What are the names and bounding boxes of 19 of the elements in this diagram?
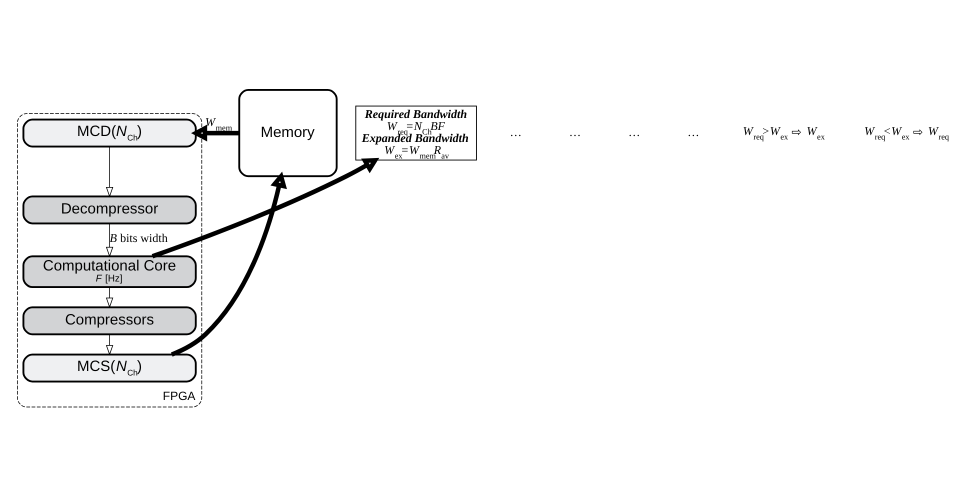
label: … [687, 124, 700, 139]
node-box: MCS(N$_{Ch}$) [22, 354, 197, 382]
node-box: Computational Core F [Hz] [22, 255, 197, 288]
edge-label: W$_{mem}$ [205, 115, 232, 133]
node-box: Decompressor [22, 195, 197, 224]
arrow [191, 124, 240, 142]
label: … [510, 124, 522, 139]
label: … [628, 124, 640, 139]
label: … [569, 124, 581, 139]
arrow [106, 286, 114, 308]
node-box: Compressors [22, 306, 197, 336]
arrow [106, 146, 114, 198]
arrow [152, 158, 380, 258]
arrow [106, 334, 114, 356]
label: W$_{req}$>W$_{ex}$ ⇨ W$_{ex}$ [742, 124, 825, 142]
node-box: MCD(N$_{Ch}$) [22, 118, 197, 148]
node-box: Required Bandwidth W$_{req}$=N$_{Ch}$BF Expanded Bandwidth W$_{ex}$=W$_{mem}$R$_{av}$ [355, 106, 477, 161]
node-box: Memory [238, 89, 338, 178]
label: W$_{req}$<W$_{ex}$ ⇨ W$_{req}$ [864, 124, 949, 142]
